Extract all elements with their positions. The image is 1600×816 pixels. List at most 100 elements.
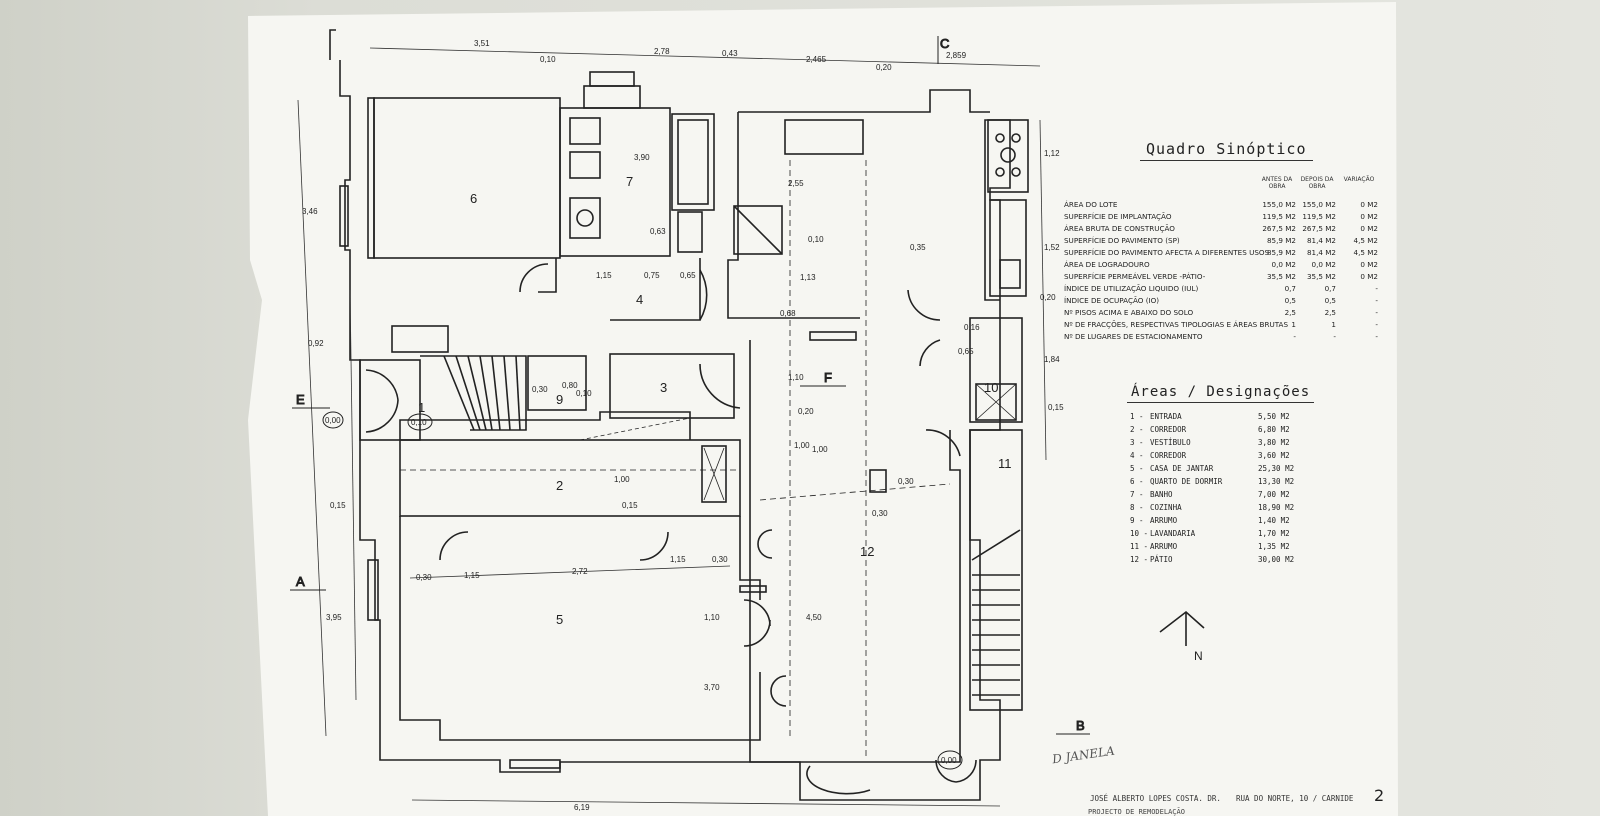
area-row: 6 - QUARTO DE DORMIR 13,30 M2: [1130, 477, 1330, 489]
quadro-row-change: -: [1375, 308, 1378, 317]
quadro-row-change: 0 M2: [1360, 272, 1378, 281]
area-name: ARRUMO: [1150, 516, 1178, 525]
dimension-text: 0,20: [798, 407, 814, 416]
dimension-texts: 3,51 0,10 2,78 0,43 2,465 0,20 2,859 3,4…: [302, 39, 1064, 812]
dimension-text: 3,95: [326, 613, 342, 622]
room-label: 5: [556, 612, 563, 627]
section-mark-f: F: [824, 370, 832, 385]
quadro-row-after: 2,5: [1324, 308, 1336, 317]
quadro-row-label: ÁREA DE LOGRADOURO: [1064, 260, 1150, 269]
dimension-text: 6,19: [574, 803, 590, 812]
area-name: BANHO: [1150, 490, 1173, 499]
area-row: 9 - ARRUMO 1,40 M2: [1130, 516, 1330, 528]
area-number: 10 -: [1130, 529, 1149, 538]
north-arrow: N: [1159, 610, 1205, 663]
quadro-row-label: ÁREA DO LOTE: [1064, 200, 1118, 209]
quadro-row: SUPERFÍCIE PERMEÁVEL VERDE -PÁTIO-35,5 M…: [1060, 272, 1390, 284]
dimension-text: 0,35: [910, 243, 926, 252]
area-row: 5 - CASA DE JANTAR 25,30 M2: [1130, 464, 1330, 476]
dimension-text: 0,92: [308, 339, 324, 348]
dimension-text: 0,30: [416, 573, 432, 582]
area-number: 6 -: [1130, 477, 1144, 486]
room-label: 11: [998, 456, 1012, 471]
quadro-row: Nº DE FRACÇÕES, RESPECTIVAS TIPOLOGIAS E…: [1060, 320, 1390, 332]
quadro-row-label: SUPERFÍCIE PERMEÁVEL VERDE -PÁTIO-: [1064, 272, 1206, 281]
column-header-after: DEPOIS DA OBRA: [1300, 176, 1334, 190]
area-name: ENTRADA: [1150, 412, 1182, 421]
area-number: 2 -: [1130, 425, 1144, 434]
level-value: 0,10: [411, 418, 427, 427]
area-number: 5 -: [1130, 464, 1144, 473]
quadro-row-change: 0 M2: [1360, 200, 1378, 209]
dimension-text: 1,52: [1044, 243, 1060, 252]
dimension-text: 0,15: [622, 501, 638, 510]
quadro-row-before: 155,0 M2: [1262, 200, 1296, 209]
quadro-row-label: ÁREA BRUTA DE CONSTRUÇÃO: [1064, 224, 1175, 233]
section-mark-b: B: [1076, 718, 1085, 733]
quadro-row-before: 119,5 M2: [1262, 212, 1296, 221]
quadro-row-before: 85,9 M2: [1266, 248, 1296, 257]
area-number: 1 -: [1130, 412, 1144, 421]
area-number: 11 -: [1130, 542, 1149, 551]
room-labels: 6 7 4 1 9 3 2 5 10 11 12: [418, 174, 1012, 627]
area-name: PÁTIO: [1150, 555, 1173, 564]
area-number: 4 -: [1130, 451, 1144, 460]
dimension-text: 0,43: [722, 49, 738, 58]
room-label: 3: [660, 380, 667, 395]
area-name: LAVANDARIA: [1150, 529, 1196, 538]
dimension-text: 0,65: [680, 271, 696, 280]
level-value: 0,00: [325, 416, 341, 425]
area-value: 18,90 M2: [1258, 503, 1295, 512]
dimension-text: 1,15: [670, 555, 686, 564]
area-name: QUARTO DE DORMIR: [1150, 477, 1223, 486]
quadro-row-before: 0,7: [1284, 284, 1296, 293]
area-name: CORREDOR: [1150, 451, 1187, 460]
quadro-row-after: 81,4 M2: [1306, 236, 1336, 245]
quadro-row-after: 119,5 M2: [1302, 212, 1336, 221]
dimension-text: 0,15: [1048, 403, 1064, 412]
quadro-row-before: 0,5: [1284, 296, 1296, 305]
quadro-row-after: 81,4 M2: [1306, 248, 1336, 257]
dimension-text: 0,10: [808, 235, 824, 244]
north-label: N: [1194, 649, 1203, 663]
footer-author: JOSÉ ALBERTO LOPES COSTA. DR.: [1090, 794, 1221, 803]
quadro-row-before: 2,5: [1284, 308, 1296, 317]
area-value: 1,70 M2: [1258, 529, 1290, 538]
quadro-row-after: 0,0 M2: [1311, 260, 1337, 269]
dimension-text: 0,10: [540, 55, 556, 64]
quadro-row-label: SUPERFÍCIE DO PAVIMENTO (SP): [1064, 236, 1180, 245]
room-label: 1: [418, 400, 425, 415]
dimension-text: 1,84: [1044, 355, 1060, 364]
area-name: COZINHA: [1150, 503, 1182, 512]
area-name: CASA DE JANTAR: [1150, 464, 1214, 473]
area-number: 9 -: [1130, 516, 1144, 525]
area-value: 25,30 M2: [1258, 464, 1295, 473]
area-number: 8 -: [1130, 503, 1144, 512]
area-value: 3,60 M2: [1258, 451, 1290, 460]
quadro-row-after: 267,5 M2: [1302, 224, 1336, 233]
quadro-row-before: 1: [1291, 320, 1296, 329]
dimension-text: 2,78: [654, 47, 670, 56]
area-value: 6,80 M2: [1258, 425, 1290, 434]
dimension-text: 0,80: [562, 381, 578, 390]
section-mark-c: C: [940, 36, 949, 51]
area-value: 3,80 M2: [1258, 438, 1290, 447]
area-value: 1,40 M2: [1258, 516, 1290, 525]
dimension-text: 0,68: [780, 309, 796, 318]
area-value: 7,00 M2: [1258, 490, 1290, 499]
area-name: VESTÍBULO: [1150, 438, 1191, 447]
quadro-row-label: SUPERFÍCIE DO PAVIMENTO AFECTA A DIFEREN…: [1064, 248, 1270, 257]
area-value: 13,30 M2: [1258, 477, 1295, 486]
dimension-text: 1,00: [812, 445, 828, 454]
dimension-text: 0,16: [964, 323, 980, 332]
area-name: ARRUMO: [1150, 542, 1178, 551]
dimension-text: 2,859: [946, 51, 967, 60]
quadro-row-label: SUPERFÍCIE DE IMPLANTAÇÃO: [1064, 212, 1172, 221]
